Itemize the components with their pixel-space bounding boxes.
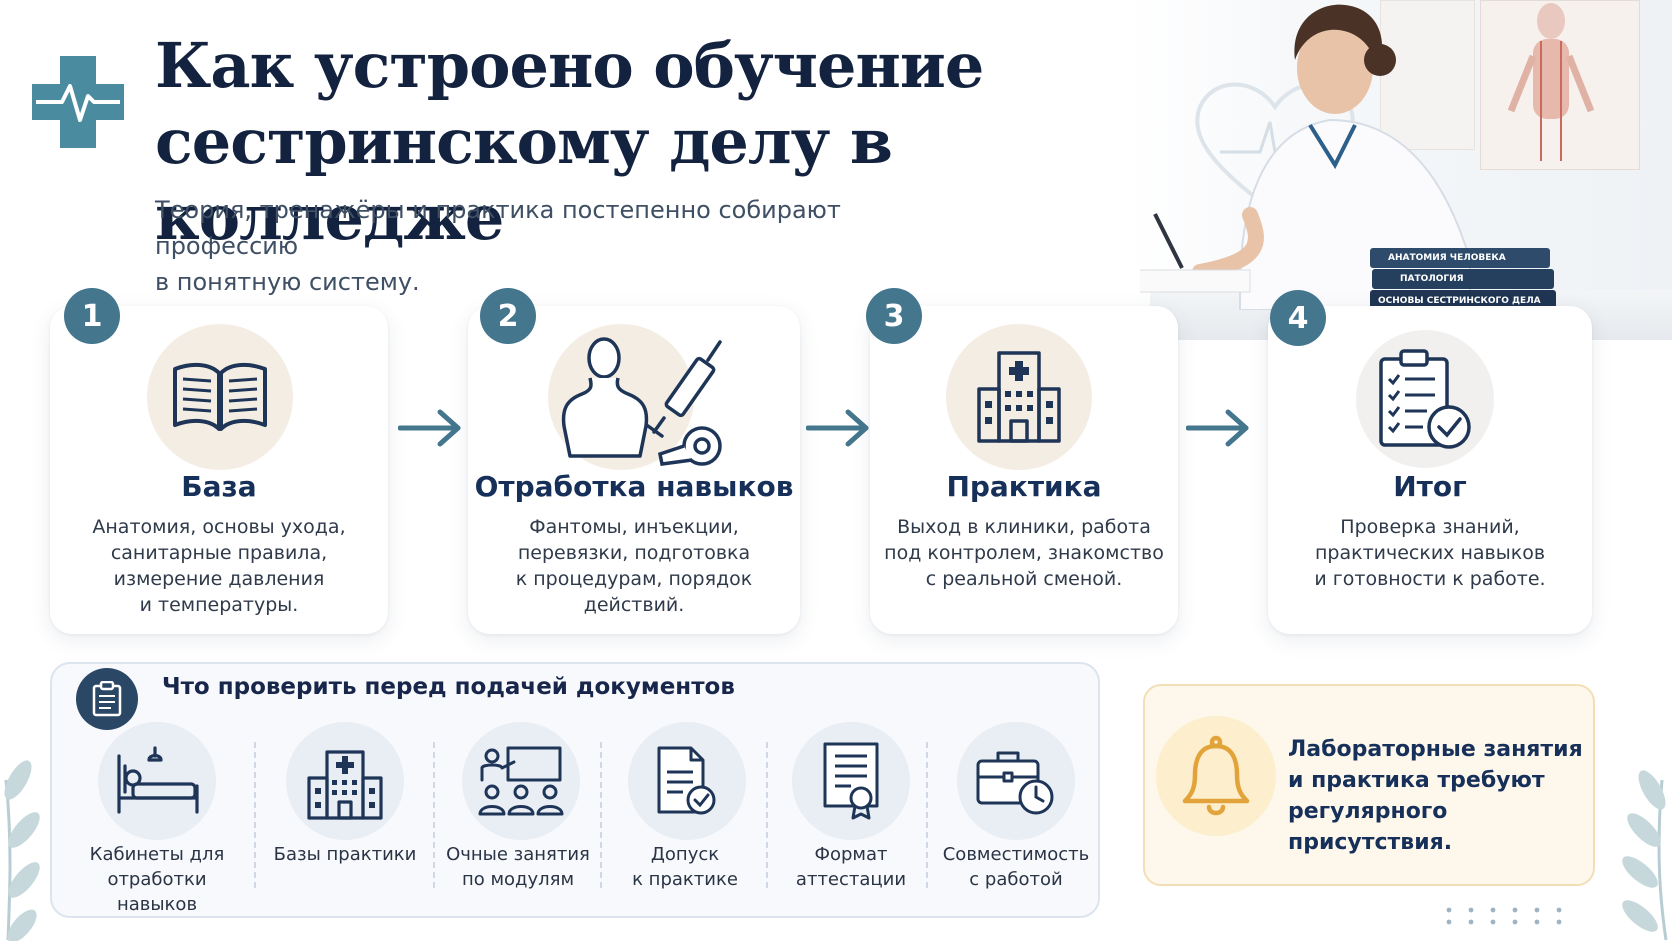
checklist-badge (76, 668, 138, 730)
step-line: действий. (583, 594, 685, 616)
open-book-icon (173, 362, 267, 431)
step-number-badge: 3 (866, 288, 922, 344)
label-line: Кабинеты для (89, 844, 225, 865)
label-line: по модулям (461, 869, 575, 890)
step-line: Выход в клиники, работа (897, 516, 1151, 538)
certificate-icon (823, 742, 879, 820)
book-spine: АНАТОМИЯ ЧЕЛОВЕКА (1370, 248, 1550, 268)
page-title: Как устроено обучение сестринскому делу … (155, 28, 1155, 256)
step-line: с реальной сменой. (925, 568, 1123, 590)
step-description: Анатомия, основы ухода, санитарные прави… (50, 514, 388, 618)
book-spine: ПАТОЛОГИЯ (1372, 269, 1554, 289)
title-line: сестринскому делу в колледже (155, 105, 893, 254)
checklist-icon-circle (462, 722, 580, 840)
step-line: измерение давления (113, 568, 325, 590)
bell-circle (1156, 716, 1276, 836)
step-line: практических навыков (1314, 542, 1546, 564)
leaf-decoration-icon (1622, 770, 1668, 941)
checklist-icon-circle (98, 722, 216, 840)
hospital-bed-icon (117, 746, 199, 814)
arrow-right-icon (806, 409, 869, 447)
checklist-item-label: Кабинеты для отработки навыков (72, 842, 242, 917)
step-icon-circle (946, 324, 1092, 470)
classroom-icon (478, 746, 564, 816)
bell-icon (1182, 735, 1250, 816)
note-line: регулярного присутствия. (1288, 799, 1453, 855)
note-text: Лабораторные занятия и практика требуют … (1288, 734, 1588, 858)
label-line: Базы практики (273, 844, 417, 865)
note-line: и практика требуют (1288, 768, 1545, 793)
step-number-badge: 1 (64, 288, 120, 344)
mannequin-syringe-icon (561, 337, 722, 466)
label-line: аттестации (795, 869, 907, 890)
checklist-icon-circle (286, 722, 404, 840)
step-card-practice: Практика Выход в клиники, работа под кон… (870, 306, 1178, 634)
checklist-title: Что проверить перед подачей документов (162, 674, 735, 700)
label-line: отработки навыков (107, 869, 207, 915)
step-line: Проверка знаний, (1340, 516, 1520, 538)
step-line: санитарные правила, (110, 542, 328, 564)
step-icon-circle (147, 324, 293, 470)
clipboard-icon (92, 681, 122, 717)
clipboard-check-icon (1379, 349, 1471, 449)
briefcase-clock-icon (976, 751, 1054, 815)
checklist-item-label: Совместимость с работой (931, 842, 1101, 892)
title-line: Как устроено обучение (155, 29, 984, 102)
step-line: и готовности к работе. (1314, 568, 1546, 590)
step-card-skills: Отработка навыков Фантомы, инъекции, пер… (468, 306, 800, 634)
subtitle-line: Теория, тренажёры и практика постепенно … (155, 196, 841, 260)
divider (926, 742, 928, 888)
label-line: Совместимость (942, 844, 1090, 865)
step-title: База (181, 470, 257, 503)
label-line: к практике (632, 869, 738, 890)
checklist-item-label: Формат аттестации (766, 842, 936, 892)
step-line: Анатомия, основы ухода, (92, 516, 346, 538)
step-line: Фантомы, инъекции, (529, 516, 739, 538)
checklist-icon-circle (628, 722, 746, 840)
step-title: Итог (1393, 470, 1467, 503)
arrow-right-icon (1186, 409, 1249, 447)
step-line: под контролем, знакомство (884, 542, 1164, 564)
step-line: перевязки, подготовка (517, 542, 751, 564)
note-line: Лабораторные занятия (1288, 737, 1583, 762)
step-description: Выход в клиники, работа под контролем, з… (870, 514, 1178, 592)
dots-decoration (1446, 907, 1562, 925)
hospital-building-icon (307, 750, 383, 820)
step-icon-circle (1356, 330, 1494, 468)
step-title: Практика (946, 470, 1102, 503)
checklist-item-label: Базы практики (260, 842, 430, 867)
checklist-icon-circle (792, 722, 910, 840)
label-line: Очные занятия (446, 844, 590, 865)
divider (600, 742, 602, 888)
wall-poster (1380, 0, 1475, 150)
checklist-icon-circle (957, 722, 1075, 840)
step-card-result: Итог Проверка знаний, практических навык… (1268, 306, 1592, 634)
label-line: Формат (814, 844, 888, 865)
checklist-item-label: Допуск к практике (600, 842, 770, 892)
document-check-icon (657, 746, 716, 815)
step-number-badge: 4 (1270, 290, 1326, 346)
step-line: к процедурам, порядок (515, 568, 753, 590)
label-line: с работой (969, 869, 1063, 890)
divider (254, 742, 256, 888)
checklist-item-label: Очные занятия по модулям (433, 842, 603, 892)
label-line: Допуск (650, 844, 720, 865)
anatomy-poster (1480, 0, 1640, 170)
step-card-base: База Анатомия, основы ухода, санитарные … (50, 306, 388, 634)
page-subtitle: Теория, тренажёры и практика постепенно … (155, 192, 975, 300)
divider (766, 742, 768, 888)
arrow-right-icon (398, 409, 461, 447)
divider (433, 742, 435, 888)
step-description: Проверка знаний, практических навыков и … (1268, 514, 1592, 592)
medical-cross-logo (32, 56, 124, 148)
step-description: Фантомы, инъекции, перевязки, подготовка… (468, 514, 800, 618)
step-line: и температуры. (139, 594, 299, 616)
hospital-icon (977, 351, 1061, 443)
step-number-badge: 2 (480, 288, 536, 344)
step-title: Отработка навыков (474, 470, 794, 503)
leaf-decoration-icon (4, 760, 40, 941)
subtitle-line: в понятную систему. (155, 268, 420, 296)
